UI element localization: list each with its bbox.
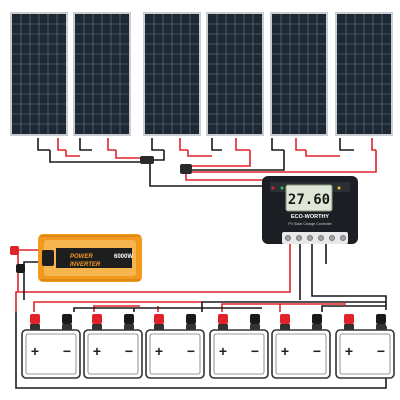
solar-panel: [143, 12, 201, 136]
battery-negative-clamp: [376, 314, 386, 324]
controller-terminals: [285, 235, 346, 241]
solar-panel: [73, 12, 131, 136]
battery-minus-label: −: [377, 343, 385, 359]
battery-plus-label: +: [31, 343, 39, 359]
battery: +−: [209, 314, 269, 379]
inverter-negative-clamp: [16, 264, 25, 273]
panel-wiring: [37, 138, 377, 187]
battery-plus-label: +: [345, 343, 353, 359]
controller-display-value: 27.60: [288, 192, 330, 208]
controller-output-wiring: [15, 244, 387, 312]
charge-controller: 27.60 ECO-WORTHY PV Solar Charge Control…: [262, 176, 358, 244]
battery-positive-clamp: [30, 314, 40, 324]
controller-terminal: [307, 235, 313, 241]
inverter-positive-clamp: [10, 246, 19, 255]
controller-terminal: [318, 235, 324, 241]
solar-panel: [335, 12, 393, 136]
inverter-brand-line2: INVERTER: [70, 262, 101, 268]
controller-terminal: [296, 235, 302, 241]
battery-plus-label: +: [281, 343, 289, 359]
solar-panel: [10, 12, 68, 136]
battery-minus-label: −: [63, 343, 71, 359]
inverter-rating: 6000W: [114, 254, 133, 260]
battery-minus-label: −: [313, 343, 321, 359]
battery: +−: [335, 314, 395, 379]
battery-negative-clamp: [124, 314, 134, 324]
battery-minus-label: −: [125, 343, 133, 359]
battery: +−: [145, 314, 205, 379]
battery: +−: [21, 314, 81, 379]
battery-plus-label: +: [155, 343, 163, 359]
solar-panel-array: [10, 12, 393, 136]
inverter-brand-line1: POWER: [70, 254, 93, 260]
power-inverter: POWER INVERTER 6000W: [38, 234, 142, 282]
battery-plus-label: +: [219, 343, 227, 359]
battery-negative-clamp: [250, 314, 260, 324]
battery-negative-clamp: [186, 314, 196, 324]
solar-panel: [206, 12, 264, 136]
battery-positive-clamp: [92, 314, 102, 324]
controller-terminal: [285, 235, 291, 241]
battery: +−: [271, 314, 331, 379]
battery-positive-clamp: [344, 314, 354, 324]
controller-terminal: [329, 235, 335, 241]
battery-bank: +−+−+−+−+−+−: [21, 314, 395, 379]
controller-brand: ECO-WORTHY: [291, 214, 330, 220]
inverter-fins: [40, 235, 140, 281]
battery-plus-label: +: [93, 343, 101, 359]
battery-positive-clamp: [154, 314, 164, 324]
battery-positive-clamp: [218, 314, 228, 324]
battery-minus-label: −: [251, 343, 259, 359]
controller-terminal: [340, 235, 346, 241]
battery: +−: [83, 314, 143, 379]
battery-negative-clamp: [62, 314, 72, 324]
battery-negative-clamp: [312, 314, 322, 324]
battery-positive-clamp: [280, 314, 290, 324]
controller-subtitle: PV Solar Charge Controller: [288, 222, 332, 226]
y-branch-connector: [140, 156, 192, 174]
solar-panel: [270, 12, 328, 136]
battery-minus-label: −: [187, 343, 195, 359]
